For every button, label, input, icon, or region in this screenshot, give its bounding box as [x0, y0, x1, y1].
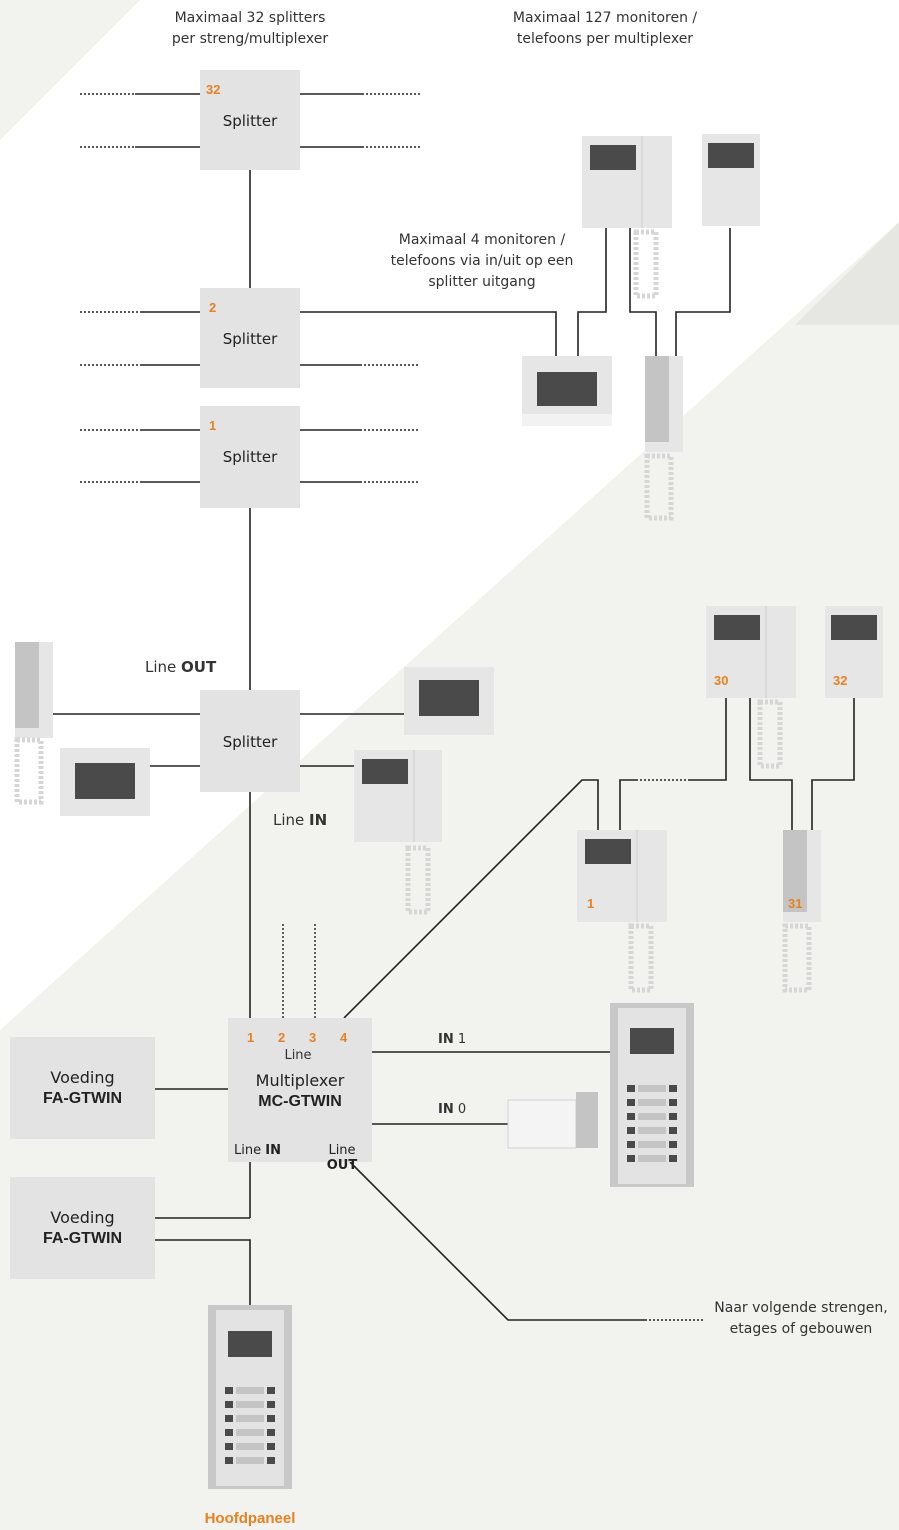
splitter-label: Splitter — [222, 448, 278, 466]
line-in-prefix: Line — [234, 1143, 266, 1158]
device-32 — [825, 606, 883, 698]
line-in-prefix: Line — [273, 811, 310, 829]
splitter-32: 32 Splitter — [200, 70, 300, 170]
splitter-1: 1 Splitter — [200, 406, 300, 508]
power-supply-1: Voeding FA-GTWIN — [10, 1037, 155, 1139]
multiplexer: 1 2 3 4 Line Multiplexer MC-GTWIN Line I… — [228, 1018, 372, 1173]
line-out-prefix: Line — [328, 1143, 356, 1158]
port-4: 4 — [340, 1030, 348, 1045]
port-3: 3 — [309, 1030, 317, 1045]
line-in-bold: IN — [309, 811, 328, 829]
label-max-4-monitors: Maximaal 4 monitoren / telefoons via in/… — [390, 232, 574, 290]
multiplexer-model: MC-GTWIN — [258, 1093, 342, 1110]
device-number-31: 31 — [788, 896, 803, 911]
line-out-bold: OUT — [326, 1158, 358, 1173]
connection-lines — [52, 93, 855, 1321]
splitter-number: 1 — [209, 418, 217, 433]
device-31 — [782, 830, 821, 993]
splitter-label: Splitter — [222, 330, 278, 348]
door-panel-in1 — [610, 1003, 694, 1187]
device-number-1: 1 — [587, 896, 595, 911]
in0-bold: IN — [438, 1102, 454, 1117]
label-naar-volgende: Naar volgende strengen, etages of gebouw… — [714, 1300, 888, 1337]
power-supply-model: FA-GTWIN — [42, 1230, 123, 1247]
label-in-1: IN 1 — [438, 1029, 466, 1050]
background-band-shadow — [795, 222, 899, 325]
label-line-in: Line IN — [273, 810, 327, 831]
monitor-device-top — [702, 134, 760, 226]
splitter-label: Splitter — [222, 733, 278, 751]
splitter-2: 2 Splitter — [200, 288, 300, 388]
monitor-handset-right-of-splitter — [354, 750, 442, 915]
device-number-30: 30 — [714, 673, 729, 688]
in1-bold: IN — [438, 1032, 454, 1047]
label-line-out: Line OUT — [145, 657, 216, 678]
multiplexer-line-out: Line OUT — [312, 1143, 372, 1173]
ports-line-label: Line — [284, 1048, 312, 1063]
wide-monitor-left — [60, 748, 150, 816]
main-door-panel — [208, 1305, 292, 1489]
multiplexer-name: Multiplexer — [255, 1071, 345, 1090]
device-30 — [706, 606, 796, 769]
port-2: 2 — [278, 1030, 286, 1045]
power-supply-model: FA-GTWIN — [42, 1090, 123, 1107]
background-band — [0, 222, 899, 1530]
power-supply-label: Voeding — [50, 1208, 115, 1227]
label-max-splitters: Maximaal 32 splitters per streng/multipl… — [171, 10, 329, 47]
power-supply-label: Voeding — [50, 1068, 115, 1087]
port-1: 1 — [247, 1030, 255, 1045]
label-max-monitors: Maximaal 127 monitoren / telefoons per m… — [512, 10, 698, 47]
device-number-32: 32 — [833, 673, 848, 688]
power-supply-2: Voeding FA-GTWIN — [10, 1177, 155, 1279]
splitter-number: 32 — [206, 82, 221, 97]
line-out-prefix: Line — [145, 658, 182, 676]
dotted-continuation-lines — [80, 93, 705, 1321]
label-hoofdpaneel: Hoofdpaneel — [204, 1510, 296, 1527]
wide-monitor-right-of-splitter — [404, 667, 494, 735]
wide-monitor-splitter2 — [522, 356, 612, 426]
splitter-number: 2 — [209, 300, 217, 315]
device-1 — [577, 830, 667, 993]
label-in-0: IN 0 — [438, 1099, 466, 1120]
in1-num: 1 — [453, 1032, 467, 1047]
door-station-in0 — [507, 1092, 598, 1149]
line-in-bold: IN — [265, 1143, 281, 1158]
background-band-top-left — [0, 0, 140, 140]
splitter-main: Splitter — [200, 690, 300, 792]
in0-num: 0 — [453, 1102, 467, 1117]
handset-device-splitter2 — [644, 356, 683, 521]
handset-device-left — [14, 642, 53, 805]
monitor-handset-device-top — [582, 136, 672, 299]
line-out-bold: OUT — [181, 658, 217, 676]
multiplexer-line-in: Line IN — [234, 1143, 281, 1158]
splitter-label: Splitter — [222, 112, 278, 130]
